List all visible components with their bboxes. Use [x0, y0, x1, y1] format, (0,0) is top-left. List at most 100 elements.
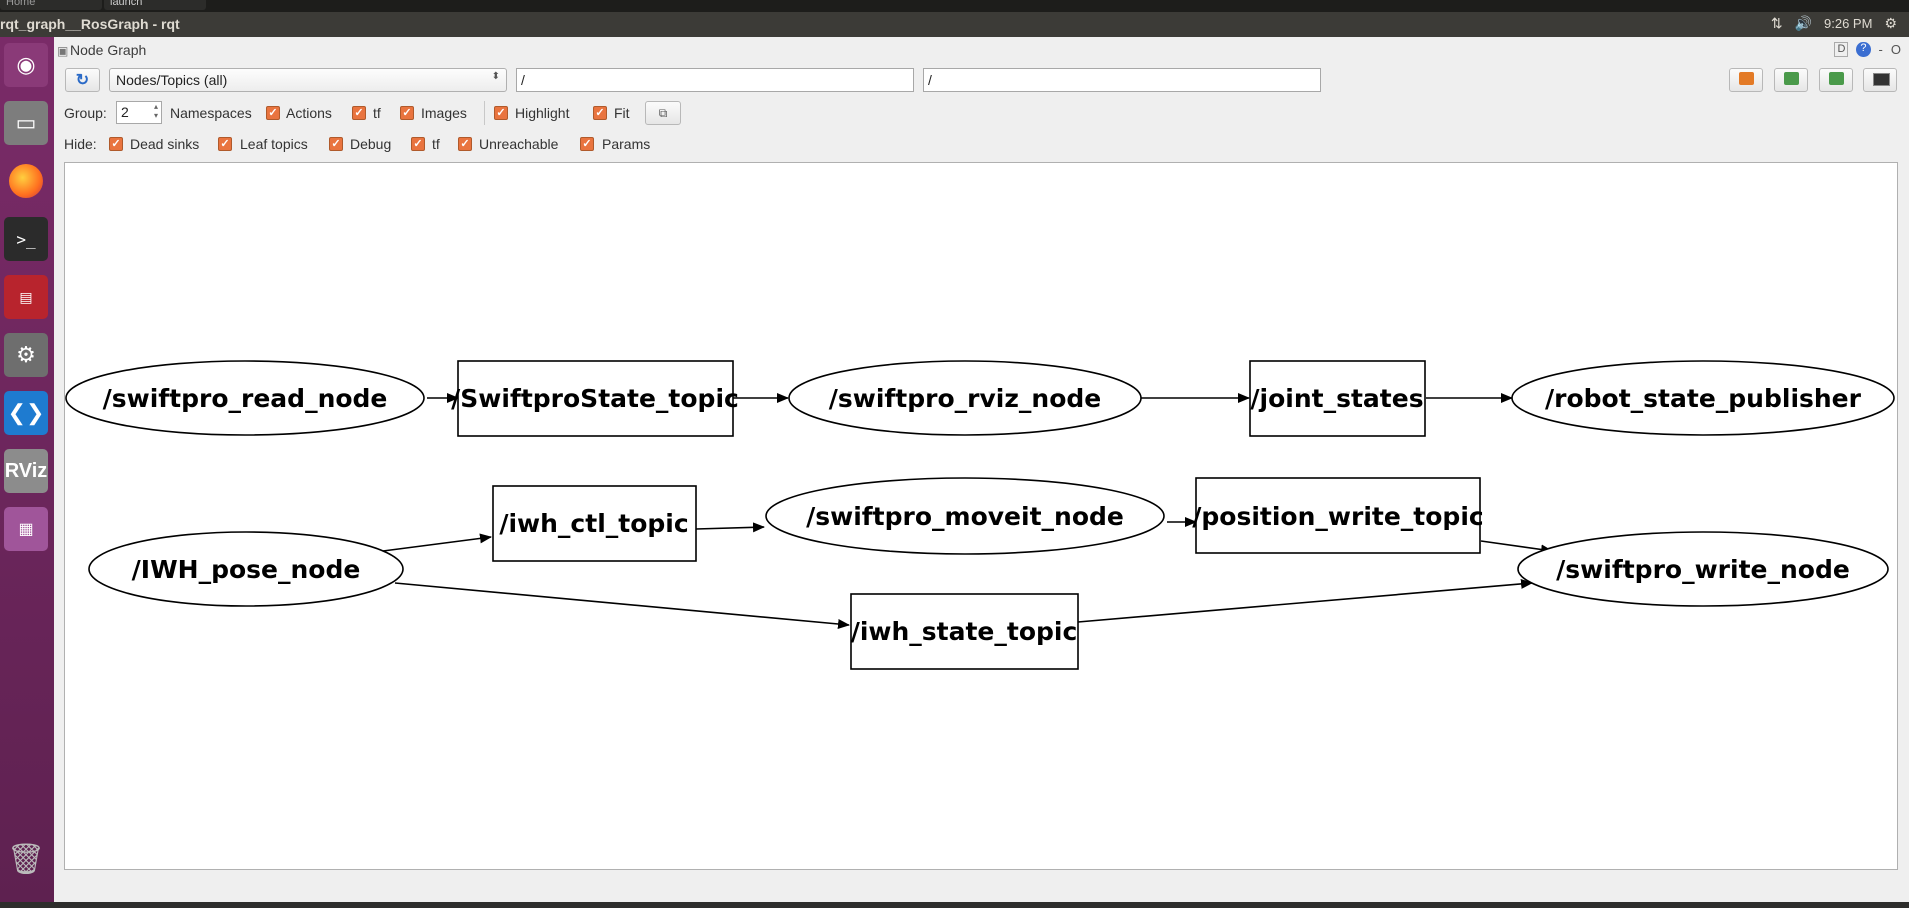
topic-position-write[interactable] [1195, 477, 1481, 554]
launcher: ◉ ▭ >_ ▤ ⚙ ❮❯ RViz ▦ 🗑 [0, 37, 54, 908]
namespaces-label: Namespaces [170, 105, 252, 121]
tf-group-label: tf [373, 105, 381, 121]
label-position-write: /position_write_topic [1192, 502, 1483, 531]
label-iwh-state: /iwh_state_topic [851, 617, 1078, 646]
firefox-icon[interactable] [4, 159, 48, 203]
files-icon[interactable]: ▭ [4, 101, 48, 145]
edge-position-to-write [1480, 540, 1553, 555]
volume-icon[interactable]: 🔊 [1794, 15, 1813, 31]
help-button[interactable]: ? [1856, 42, 1871, 57]
mode-select-value: Nodes/Topics (all) [116, 72, 228, 88]
label-swiftpro-rviz: /swiftpro_rviz_node [829, 384, 1101, 413]
ros-graph: /swiftpro_read_node /SwiftproState_topic… [65, 360, 1895, 670]
edge-pose-to-ctl [382, 533, 492, 552]
group-label: Group: [64, 105, 107, 121]
load-dot-button[interactable] [1729, 68, 1763, 92]
network-icon[interactable]: ⇅ [1770, 15, 1783, 31]
ubuntu-icon[interactable]: ◉ [4, 43, 48, 87]
title-bar [0, 12, 1909, 37]
edge-ctl-to-moveit [695, 522, 765, 533]
system-top-bar [0, 0, 1909, 12]
plugin-title: Node Graph [70, 42, 147, 58]
trash-icon[interactable]: 🗑 [6, 842, 46, 876]
label-iwh-ctl: /iwh_ctl_topic [499, 509, 688, 538]
tab-launch[interactable]: launch [104, 0, 206, 10]
node-swiftpro-moveit[interactable] [765, 477, 1165, 555]
topic-joint-states[interactable] [1249, 360, 1426, 437]
window-tabs: Home launch [0, 0, 1909, 12]
topic-swiftpro-state[interactable] [457, 360, 734, 437]
vscode-icon[interactable]: ❮❯ [4, 391, 48, 435]
edge-pose-to-state-topic [394, 582, 850, 629]
dock-button[interactable]: D [1834, 42, 1849, 57]
refresh-icon: ↻ [75, 72, 90, 89]
label-swiftpro-read: /swiftpro_read_node [103, 384, 388, 413]
terminal-icon[interactable]: >_ [4, 217, 48, 261]
folder-icon [1739, 72, 1754, 85]
actions-label: Actions [286, 105, 332, 121]
screen-icon [1873, 73, 1890, 86]
mode-select[interactable]: Nodes/Topics (all) ⬍ [109, 68, 507, 92]
save-svg-icon [1829, 72, 1844, 85]
minimize-button[interactable]: - [1878, 42, 1883, 57]
tf-group-checkbox[interactable]: ✓ [352, 106, 366, 120]
hide-label: Hide: [64, 136, 97, 152]
save-dot-button[interactable] [1774, 68, 1808, 92]
label-robot-state-publisher: /robot_state_publisher [1545, 384, 1862, 413]
rviz-icon[interactable]: RViz [4, 449, 48, 493]
topic-iwh-state[interactable] [850, 593, 1079, 670]
node-swiftpro-write[interactable] [1517, 531, 1889, 607]
topic-iwh-ctl[interactable] [492, 485, 697, 562]
label-swiftpro-moveit: /swiftpro_moveit_node [806, 502, 1124, 531]
debug-checkbox[interactable]: ✓ [329, 137, 343, 151]
refresh-button[interactable]: ↻ [65, 68, 100, 92]
save-dot-icon [1784, 72, 1799, 85]
unreachable-checkbox[interactable]: ✓ [458, 137, 472, 151]
label-joint-states: /joint_states [1250, 384, 1423, 413]
node-iwh-pose[interactable] [88, 531, 404, 607]
tab-home[interactable]: Home [0, 0, 102, 10]
include-filter-input[interactable]: / [516, 68, 914, 92]
exclude-filter-input[interactable]: / [923, 68, 1321, 92]
system-tray: ⇅ 🔊 9:26 PM ⚙ [1771, 15, 1897, 32]
bottom-bar [0, 902, 1909, 908]
fit-in-view-button[interactable]: ⧉ [645, 101, 681, 125]
tf-hide-label: tf [432, 136, 440, 152]
separator [484, 101, 485, 125]
group-spinbox[interactable]: 2 ▴▾ [116, 101, 162, 124]
images-label: Images [421, 105, 467, 121]
clock[interactable]: 9:26 PM [1824, 16, 1873, 31]
spin-arrows-icon[interactable]: ▴▾ [153, 102, 158, 120]
node-swiftpro-rviz[interactable] [788, 360, 1142, 436]
save-image-button[interactable] [1863, 68, 1897, 92]
tf-hide-checkbox[interactable]: ✓ [411, 137, 425, 151]
params-checkbox[interactable]: ✓ [580, 137, 594, 151]
plugin-icon: ▣ [57, 44, 69, 58]
graph-canvas[interactable]: /swiftpro_read_node /SwiftproState_topic… [64, 162, 1898, 870]
dead-sinks-checkbox[interactable]: ✓ [109, 137, 123, 151]
node-robot-state-publisher[interactable] [1511, 360, 1895, 436]
params-label: Params [602, 136, 651, 152]
actions-checkbox[interactable]: ✓ [266, 106, 280, 120]
fit-view-icon: ⧉ [658, 105, 668, 120]
label-iwh-pose: /IWH_pose_node [132, 555, 361, 584]
node-swiftpro-read[interactable] [65, 360, 425, 436]
settings-icon[interactable]: ⚙ [4, 333, 48, 377]
highlight-checkbox[interactable]: ✓ [494, 106, 508, 120]
debug-label: Debug [350, 136, 392, 152]
workspace-switcher-icon[interactable]: ▦ [4, 507, 48, 551]
label-swiftpro-write: /swiftpro_write_node [1556, 555, 1850, 584]
fit-checkbox[interactable]: ✓ [593, 106, 607, 120]
leaf-topics-label: Leaf topics [240, 136, 308, 152]
workspaces-icon[interactable]: ▤ [4, 275, 48, 319]
leaf-topics-checkbox[interactable]: ✓ [218, 137, 232, 151]
unreachable-label: Unreachable [479, 136, 559, 152]
dead-sinks-label: Dead sinks [130, 136, 200, 152]
images-checkbox[interactable]: ✓ [400, 106, 414, 120]
plugin-controls: D ? - O [1834, 42, 1901, 57]
save-svg-button[interactable] [1819, 68, 1853, 92]
gear-icon[interactable]: ⚙ [1884, 15, 1897, 31]
close-plugin-button[interactable]: O [1890, 42, 1901, 57]
window-title: rqt_graph__RosGraph - rqt [0, 16, 180, 32]
label-swiftpro-state: /SwiftproState_topic [451, 384, 739, 413]
